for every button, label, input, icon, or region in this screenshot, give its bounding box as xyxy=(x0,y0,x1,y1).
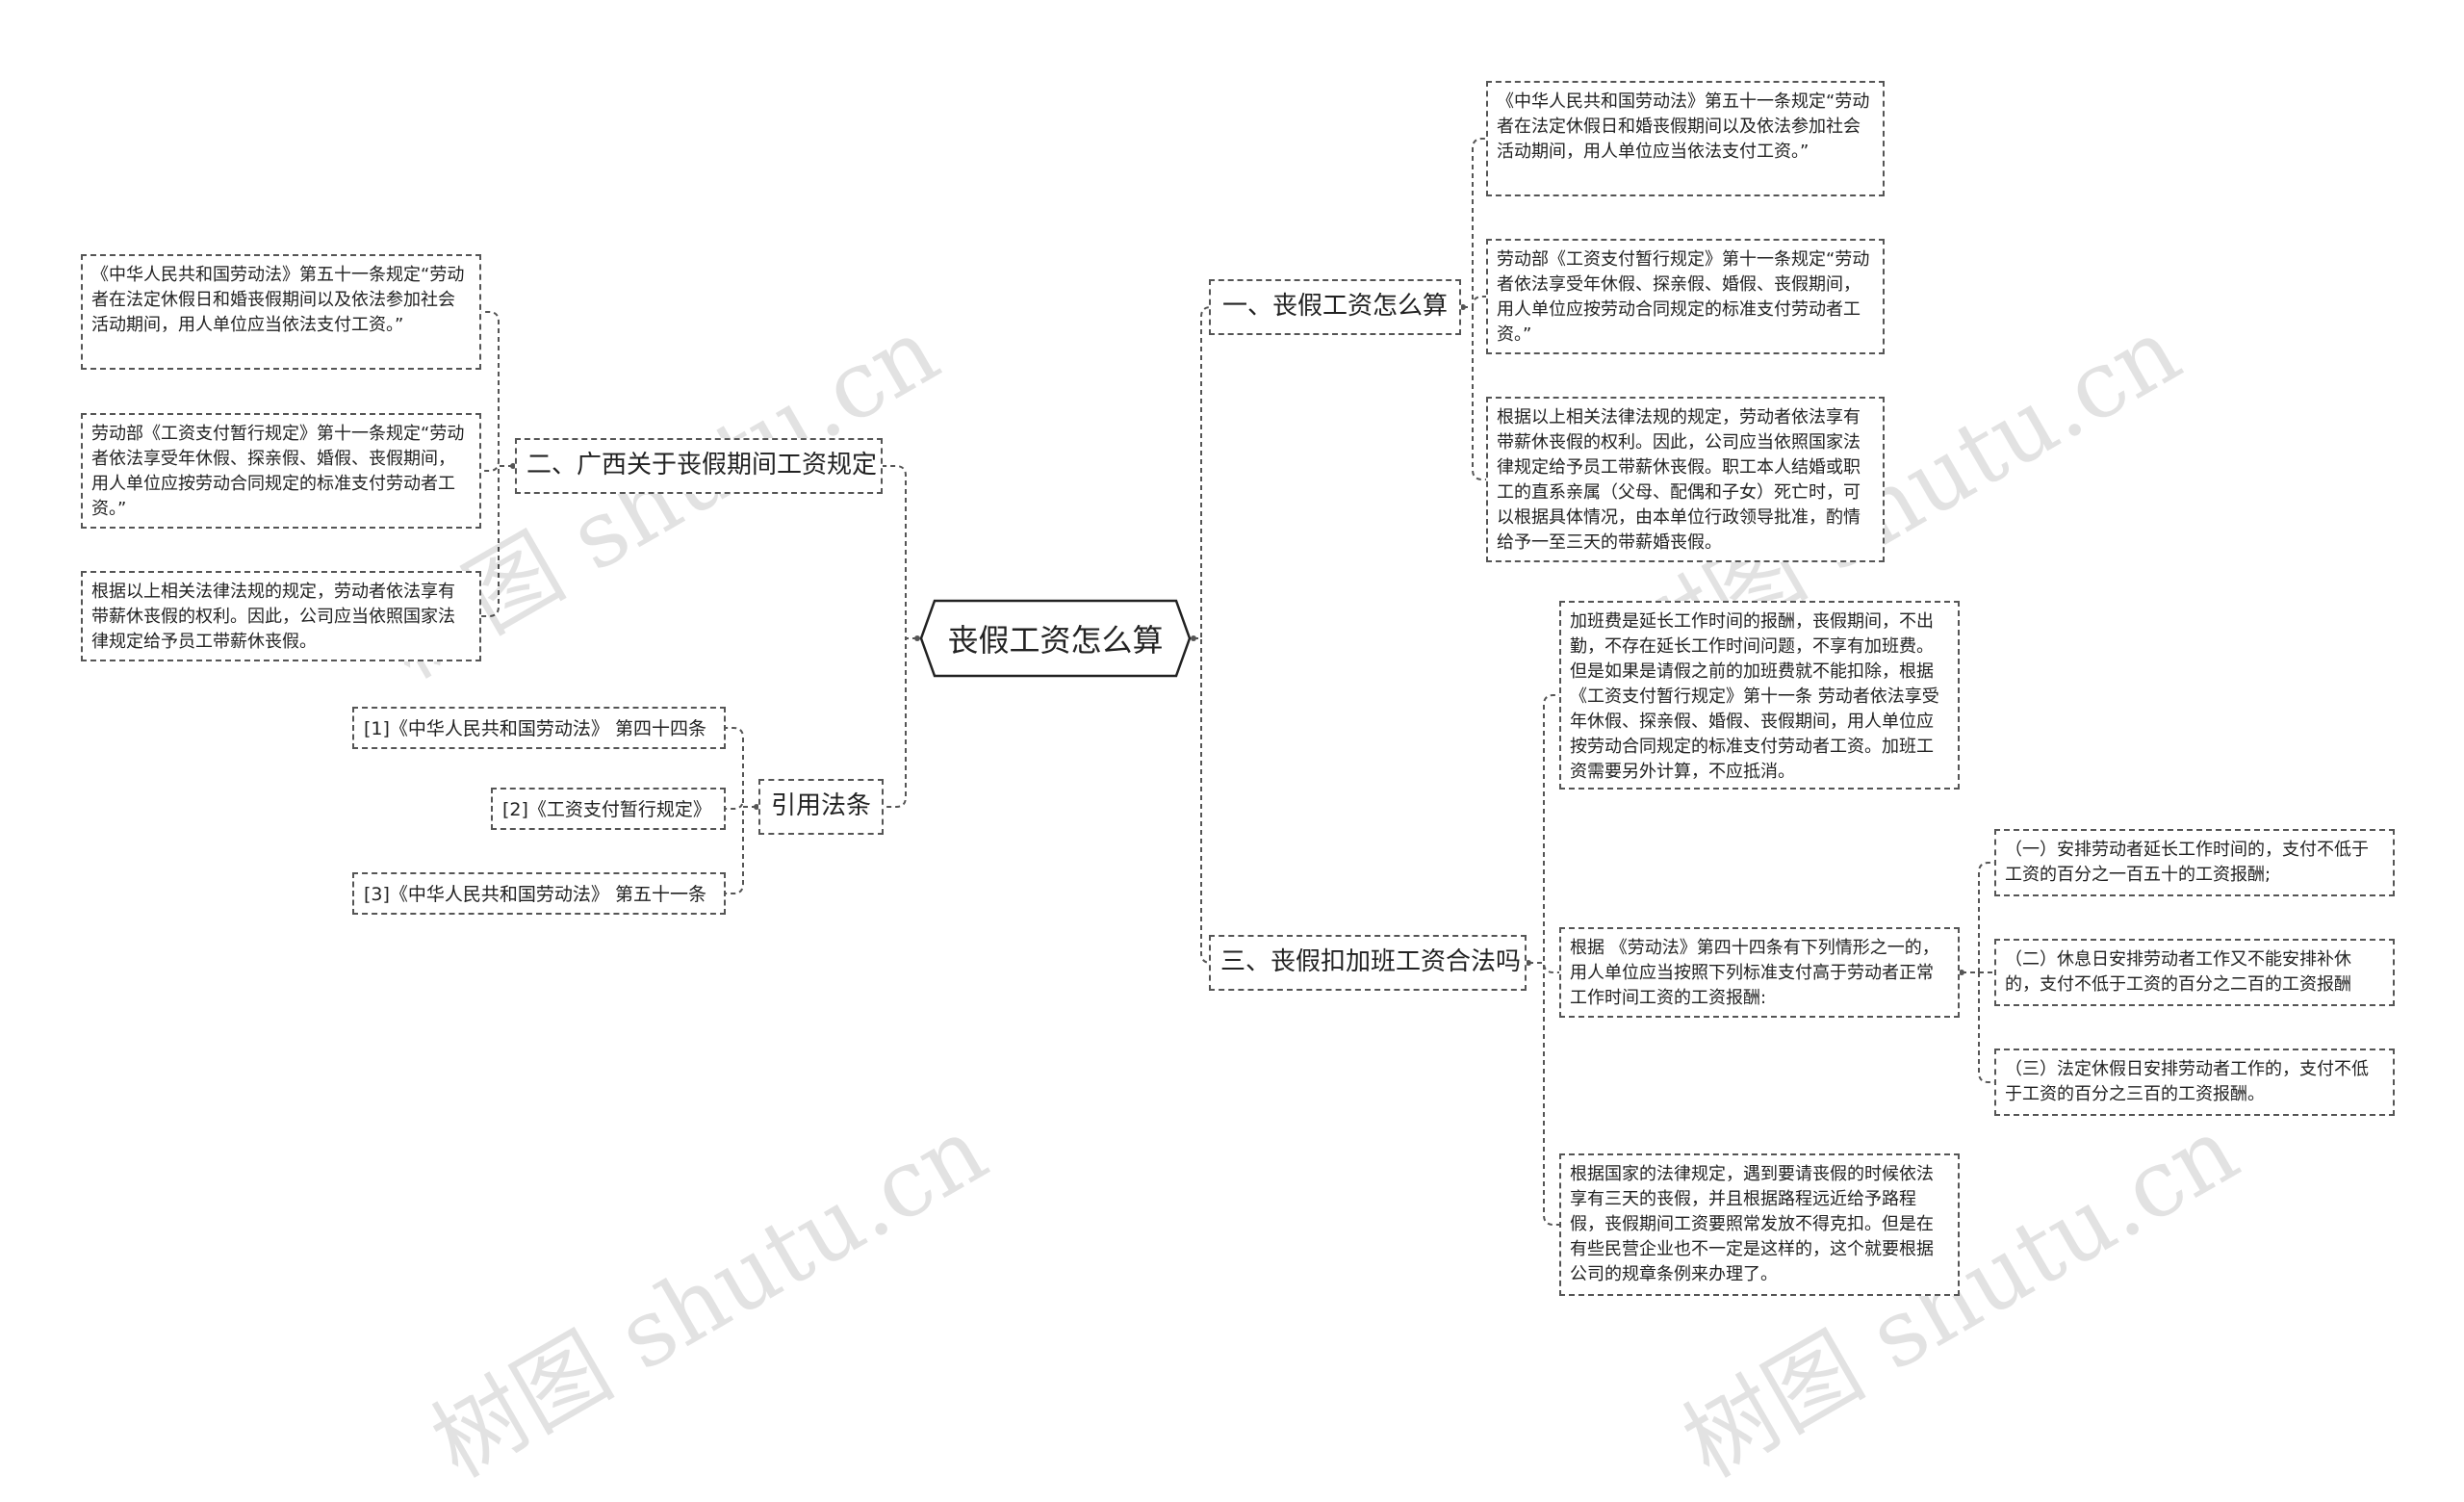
branch-2-topic[interactable]: 二、广西关于丧假期间工资规定 xyxy=(515,438,883,494)
branch-3-subitem[interactable]: （二）休息日安排劳动者工作又不能安排补休的，支付不低于工资的百分之二百的工资报酬 xyxy=(1994,939,2395,1006)
reference-item[interactable]: [1]《中华人民共和国劳动法》 第四十四条 xyxy=(352,707,726,749)
branch-1-item[interactable]: 劳动部《工资支付暂行规定》第十一条规定“劳动者依法享受年休假、探亲假、婚假、丧假… xyxy=(1486,239,1885,354)
connector-line xyxy=(1463,138,1486,308)
references-topic[interactable]: 引用法条 xyxy=(758,779,884,835)
connector-line xyxy=(1194,637,1212,964)
connector-line xyxy=(726,727,757,808)
branch-3-subitem[interactable]: （三）法定休假日安排劳动者工作的，支付不低于工资的百分之三百的工资报酬。 xyxy=(1994,1049,2395,1116)
connector-line xyxy=(726,806,757,894)
branch-2-item[interactable]: 根据以上相关法律法规的规定，劳动者依法享有带薪休丧假的权利。因此，公司应当依照国… xyxy=(81,571,481,661)
connector-line xyxy=(883,465,917,639)
branch-1-topic[interactable]: 一、丧假工资怎么算 xyxy=(1209,279,1461,335)
branch-3-item[interactable]: 根据国家的法律规定，遇到要请丧假的时候依法享有三天的丧假，并且根据路程远近给予路… xyxy=(1559,1153,1960,1296)
connector-line xyxy=(1962,971,1994,1083)
branch-3-topic[interactable]: 三、丧假扣加班工资合法吗 xyxy=(1209,935,1527,991)
branch-3-item[interactable]: 加班费是延长工作时间的报酬，丧假期间，不出勤，不存在延长工作时间问题，不享有加班… xyxy=(1559,601,1960,790)
branch-1-item[interactable]: 根据以上相关法律法规的规定，劳动者依法享有带薪休丧假的权利。因此，公司应当依照国… xyxy=(1486,397,1885,562)
connector-line xyxy=(481,460,513,472)
branch-2-item[interactable]: 《中华人民共和国劳动法》第五十一条规定“劳动者在法定休假日和婚丧假期间以及依法参… xyxy=(81,254,481,370)
connector-lines xyxy=(481,138,1994,1226)
branch-3-item[interactable]: 根据 《劳动法》第四十四条有下列情形之一的，用人单位应当按照下列标准支付高于劳动… xyxy=(1559,927,1960,1018)
connector-line xyxy=(1463,306,1486,480)
connector-line xyxy=(1528,962,1559,1226)
root-topic[interactable]: 丧假工资怎么算 xyxy=(919,599,1192,678)
root-hexagon-shape xyxy=(919,599,1192,678)
connector-line xyxy=(1962,862,1994,973)
reference-item[interactable]: [3]《中华人民共和国劳动法》 第五十一条 xyxy=(352,872,726,915)
connector-line xyxy=(1463,296,1486,308)
reference-item[interactable]: [2]《工资支付暂行规定》 xyxy=(491,788,726,830)
connector-line xyxy=(726,798,757,810)
branch-3-subitem[interactable]: （一）安排劳动者延长工作时间的，支付不低于工资的百分之一百五十的工资报酬; xyxy=(1994,829,2395,896)
connector-line xyxy=(1528,694,1559,964)
branch-2-item[interactable]: 劳动部《工资支付暂行规定》第十一条规定“劳动者依法享受年休假、探亲假、婚假、丧假… xyxy=(81,413,481,529)
root-label: 丧假工资怎么算 xyxy=(947,622,1164,659)
branch-1-item[interactable]: 《中华人民共和国劳动法》第五十一条规定“劳动者在法定休假日和婚丧假期间以及依法参… xyxy=(1486,81,1885,196)
connector-line xyxy=(481,311,513,467)
connector-line xyxy=(884,637,917,808)
connector-line xyxy=(1194,306,1212,639)
